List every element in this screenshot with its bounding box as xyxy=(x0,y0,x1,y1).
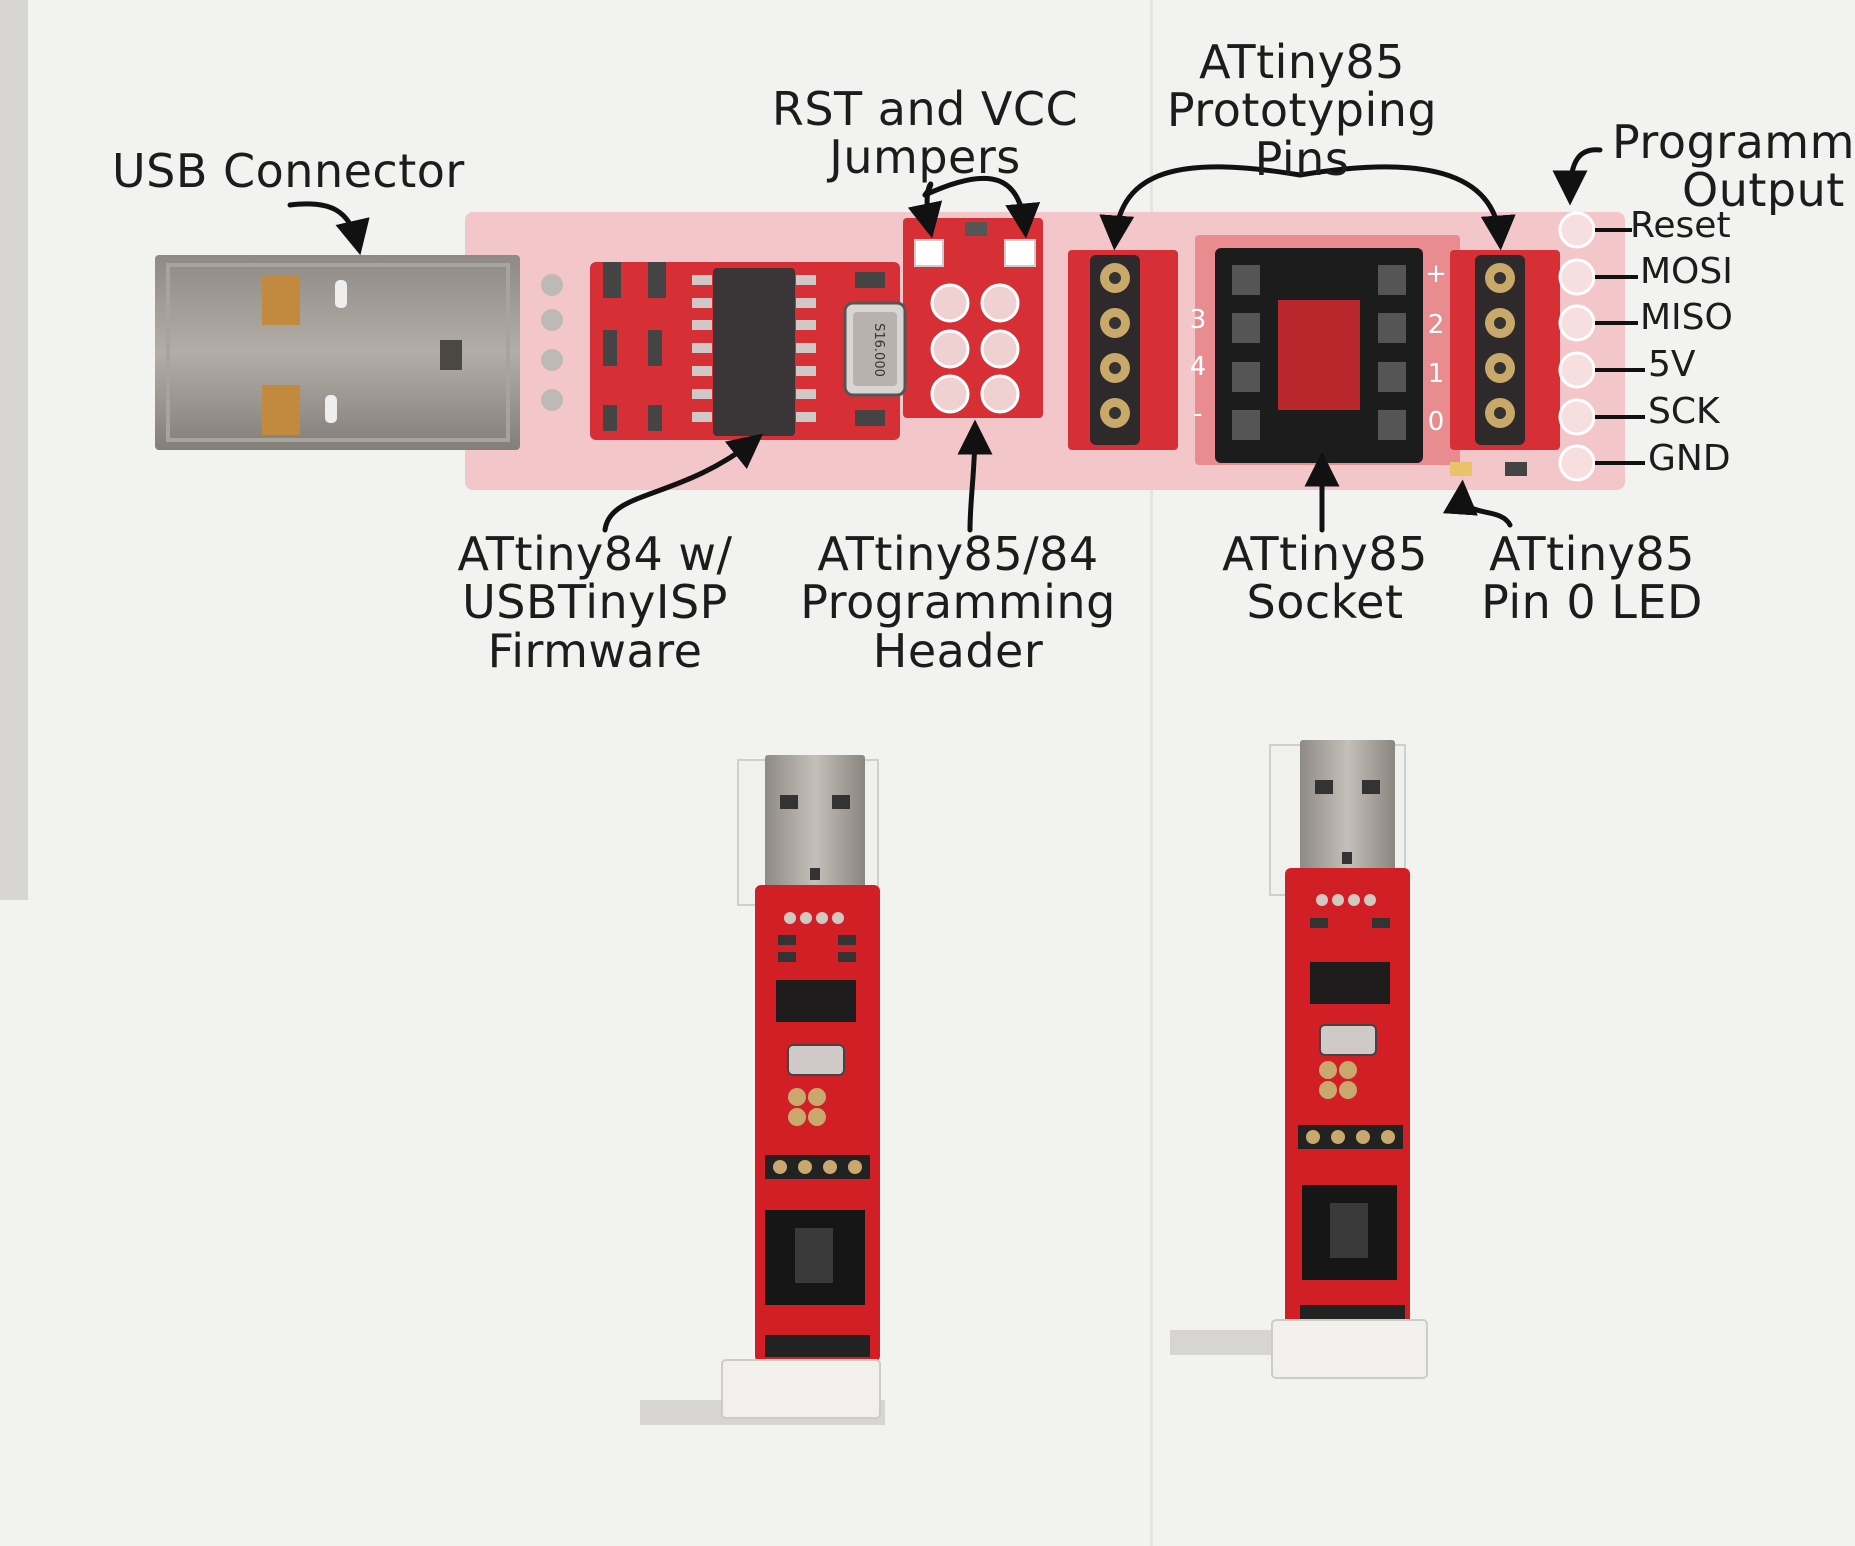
label-attiny84-line3: Firmware xyxy=(487,623,703,678)
label-proto-line1: ATtiny85 xyxy=(1199,35,1405,89)
label-jumpers-line1: RST and VCC xyxy=(771,82,1079,136)
arrow-jumper-left xyxy=(907,181,943,239)
proto-pins-left-diagram: 3 4 - xyxy=(1090,255,1206,445)
silk-1: 1 xyxy=(1428,359,1445,389)
label-programmer-line2: Output xyxy=(1682,163,1845,215)
board2-chip xyxy=(1310,962,1390,1004)
label-led-line1: ATtiny85 xyxy=(1489,527,1695,581)
paper-shadow-left xyxy=(0,0,28,900)
silk-4: 4 xyxy=(1190,352,1207,382)
arrow-led xyxy=(1442,479,1513,528)
label-jumpers-line2: Jumpers xyxy=(829,130,1021,185)
label-proto-line3: Pins xyxy=(1254,131,1350,186)
pin-label-gnd: GND xyxy=(1648,438,1731,479)
jumpers-diagram xyxy=(914,222,1036,267)
label-jumpers: RST and VCC Jumpers xyxy=(772,85,1078,182)
attiny84-chip xyxy=(603,262,885,436)
diagram-board: S16.000 3 4 - xyxy=(155,211,1645,490)
label-header-line3: Header xyxy=(872,623,1044,678)
arrow-programmer xyxy=(1552,147,1603,206)
label-attiny84-line1: ATtiny84 w/ xyxy=(457,527,733,581)
label-programming-header: ATtiny85/84 Programming Header xyxy=(800,530,1116,675)
paper-fold-line xyxy=(1150,0,1153,1546)
board2-header xyxy=(1319,1061,1357,1099)
label-pin0-led: ATtiny85 Pin 0 LED xyxy=(1481,530,1703,627)
pin-label-reset: Reset xyxy=(1630,205,1731,246)
board1-jst-connector xyxy=(721,1359,881,1419)
jumper-section xyxy=(903,218,1043,418)
label-prototyping-pins: ATtiny85 Prototyping Pins xyxy=(1167,38,1437,183)
arrow-attiny84 xyxy=(602,433,764,533)
label-socket-line2: Socket xyxy=(1246,575,1404,630)
board1-crystal xyxy=(787,1044,845,1076)
label-usb-connector: USB Connector xyxy=(112,144,465,198)
programming-header-diagram xyxy=(930,283,1020,414)
silk-minus: - xyxy=(1193,399,1202,429)
board1-bottom-pins xyxy=(765,1335,870,1357)
arrow-proto-left xyxy=(1099,164,1303,251)
attiny85-socket-diagram: + 2 1 0 xyxy=(1215,248,1447,463)
label-header-line1: ATtiny85/84 xyxy=(817,527,1099,581)
silk-2: 2 xyxy=(1428,310,1445,340)
label-socket: ATtiny85 Socket xyxy=(1222,530,1428,627)
label-attiny84: ATtiny84 w/ USBTinyISP Firmware xyxy=(458,530,733,675)
arrow-proto-right xyxy=(1297,164,1516,251)
callout-arrows xyxy=(287,147,1603,533)
label-programmer-line1: Programm xyxy=(1612,118,1855,169)
programmer-board-right xyxy=(1170,740,1428,1379)
board1-header xyxy=(788,1088,826,1126)
label-attiny84-line2: USBTinyISP xyxy=(462,575,728,630)
silk-plus: + xyxy=(1425,259,1447,289)
crystal-diagram: S16.000 xyxy=(843,301,907,397)
proto-pins-right-diagram xyxy=(1450,255,1527,476)
label-led-line2: Pin 0 LED xyxy=(1481,575,1703,630)
board2-crystal xyxy=(1319,1024,1377,1056)
board2-jst-connector xyxy=(1271,1319,1428,1379)
pin-label-miso: MISO xyxy=(1640,297,1733,338)
programmer-board-left xyxy=(640,755,885,1425)
arrow-jumper-right xyxy=(922,175,1041,239)
usb-connector-diagram xyxy=(155,255,563,450)
pin-label-mosi: MOSI xyxy=(1640,251,1733,292)
crystal-label: S16.000 xyxy=(871,323,886,377)
board1-usb-plug xyxy=(765,755,865,905)
programmer-output-pads xyxy=(1558,211,1596,482)
silk-3: 3 xyxy=(1190,305,1207,335)
silk-0: 0 xyxy=(1428,407,1445,437)
label-socket-line1: ATtiny85 xyxy=(1222,527,1428,581)
label-programmer-output: Programm Output xyxy=(1612,118,1855,215)
board2-usb-plug xyxy=(1300,740,1395,890)
board1-chip xyxy=(776,980,856,1022)
arrow-header xyxy=(957,419,993,533)
pin-label-5v: 5V xyxy=(1648,344,1696,385)
arrow-usb xyxy=(287,201,370,256)
label-proto-line2: Prototyping xyxy=(1166,83,1438,138)
label-header-line2: Programming xyxy=(800,575,1116,630)
pin-label-sck: SCK xyxy=(1648,391,1720,432)
pin-leader-lines xyxy=(1595,228,1645,465)
